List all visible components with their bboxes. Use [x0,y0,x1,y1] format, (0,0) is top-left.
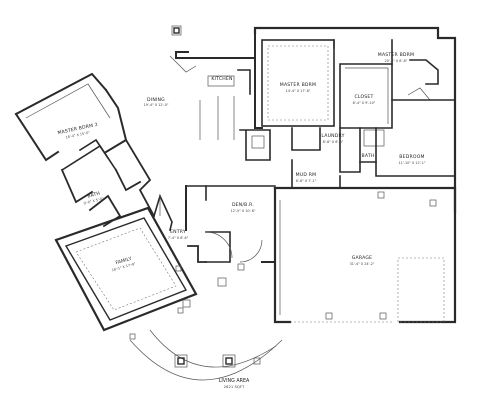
svg-text:14'-4" X 17'-8": 14'-4" X 17'-8" [286,89,311,93]
svg-text:BEDROOM: BEDROOM [399,154,424,160]
svg-text:MASTER BDRM: MASTER BDRM [378,52,414,58]
room-label-bedroom: BEDROOM 11'-10" X 12'-1" [398,154,425,165]
svg-text:8'-4" X 9'-10": 8'-4" X 9'-10" [353,101,376,105]
svg-text:DEN/B.R.: DEN/B.R. [232,202,254,208]
svg-text:7'-4" X 8'-6": 7'-4" X 8'-6" [168,236,189,240]
room-label-den: DEN/B.R. 12'-5" X 10'-6" [231,202,256,213]
svg-text:ENTRY: ENTRY [170,229,186,235]
svg-text:MASTER BDRM: MASTER BDRM [280,82,316,88]
plan-caption-title: LIVING AREA [219,378,250,384]
svg-text:16'-4" X 15'-0": 16'-4" X 15'-0" [65,130,91,139]
west-wing-walls [14,72,245,340]
svg-text:6'-8" X 7'-1": 6'-8" X 7'-1" [296,179,317,183]
svg-text:BATH: BATH [362,153,375,159]
room-label-mud-rm: MUD RM 6'-8" X 7'-1" [296,172,317,183]
room-label-bath-west: BATH 9'-0" X 5'-0" [83,191,104,206]
svg-text:11'-10" X 12'-1": 11'-10" X 12'-1" [398,161,425,165]
svg-text:GARAGE: GARAGE [352,255,372,261]
svg-text:31'-4" X 24'-2": 31'-4" X 24'-2" [350,262,375,266]
room-label-master-bdrm: MASTER BDRM 14'-4" X 17'-8" [280,82,316,93]
svg-text:9'-0" X 5'-0": 9'-0" X 5'-0" [83,196,104,205]
svg-text:CLOSET: CLOSET [354,94,373,100]
svg-text:19'-4" X 12'-0": 19'-4" X 12'-0" [144,103,169,107]
svg-text:BATH: BATH [87,191,101,200]
porch-arc [129,25,283,381]
room-label-dining: DINING 19'-4" X 12'-0" [144,97,169,107]
room-label-master-bdrm-2: MASTER BDRM 2 16'-4" X 15'-0" [57,122,99,140]
plan-caption-area: 2621 SQFT [224,384,245,389]
svg-text:20'-8" X 6'-8": 20'-8" X 6'-8" [385,59,408,63]
svg-text:18'-1" X 17'-8": 18'-1" X 17'-8" [111,262,136,273]
core-walls [169,51,276,263]
room-label-kitchen: KITCHEN [211,76,232,82]
room-label-master-bath: MASTER BDRM 20'-8" X 6'-8" [378,52,414,63]
svg-text:12'-5" X 10'-6": 12'-5" X 10'-6" [231,209,256,213]
svg-text:MUD RM: MUD RM [296,172,317,178]
room-label-laundry: LAUNDRY 8'-8" X 6'-0" [321,133,344,144]
svg-text:8'-8" X 6'-0": 8'-8" X 6'-0" [323,140,344,144]
room-label-family: FAMILY 18'-1" X 17'-8" [111,256,136,273]
room-label-closet: CLOSET 8'-4" X 9'-10" [353,94,376,105]
room-label-garage: GARAGE 31'-4" X 24'-2" [350,255,375,266]
room-label-entry: ENTRY 7'-4" X 8'-6" [168,229,189,240]
svg-text:DINING: DINING [147,97,165,103]
svg-text:KITCHEN: KITCHEN [211,76,232,82]
svg-text:LAUNDRY: LAUNDRY [321,133,344,139]
room-label-bath: BATH [362,153,375,159]
east-wing-walls [253,26,457,324]
svg-text:FAMILY: FAMILY [115,256,133,266]
plan-caption: LIVING AREA 2621 SQFT [219,378,250,389]
